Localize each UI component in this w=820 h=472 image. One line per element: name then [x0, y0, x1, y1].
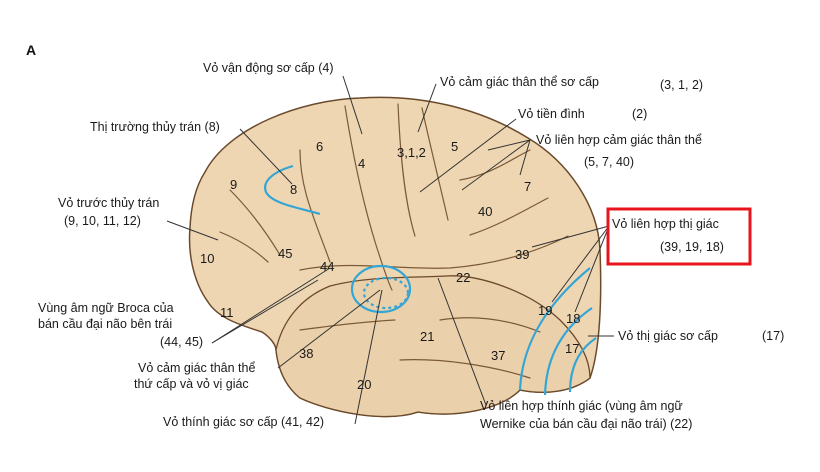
label-secondary-sensory-1: Vỏ cảm giác thân thể: [138, 361, 255, 375]
leader-lines: [166, 75, 614, 425]
area-8: 8: [290, 182, 297, 197]
label-auditory-assoc-2: Wernike của bán cầu đại não trái) (22): [480, 417, 692, 431]
area-11: 11: [220, 305, 234, 320]
label-vestibular-area: (2): [632, 107, 647, 121]
label-visual-assoc: Vỏ liên hợp thị giác: [612, 217, 719, 231]
label-vestibular: Vỏ tiền đình: [518, 107, 585, 121]
label-visual-assoc-areas: (39, 19, 18): [660, 240, 724, 254]
label-primary-visual: Vỏ thị giác sơ cấp: [618, 329, 718, 343]
label-secondary-sensory-2: thứ cấp và vỏ vị giác: [134, 377, 249, 391]
area-19: 19: [538, 303, 552, 318]
area-39: 39: [515, 247, 529, 262]
area-44: 44: [320, 259, 334, 274]
auditory-cortex-outline: [350, 264, 412, 314]
area-4: 4: [358, 156, 365, 171]
visual-area-mid: [543, 307, 593, 396]
visual-area-outer: [518, 267, 591, 391]
label-broca-2: bán cầu đại não bên trái: [38, 317, 172, 331]
area-6: 6: [316, 139, 323, 154]
area-numbers: 6 4 3,1,2 5 9 8 7 40 10 45 44 39 22 11 1…: [200, 139, 580, 392]
area-7: 7: [524, 179, 531, 194]
panel-letter: A: [26, 42, 36, 58]
area-37: 37: [491, 348, 505, 363]
area-312: 3,1,2: [397, 145, 426, 160]
label-prefrontal: Vỏ trước thủy trán: [58, 196, 159, 210]
area-10: 10: [200, 251, 214, 266]
label-somato-assoc-areas: (5, 7, 40): [584, 155, 634, 169]
area-17: 17: [565, 341, 579, 356]
area-45: 45: [278, 246, 292, 261]
label-somatosensory: Vỏ cảm giác thân thể sơ cấp: [440, 75, 599, 89]
area-5: 5: [451, 139, 458, 154]
primary-auditory-outline: [362, 276, 410, 310]
label-primary-auditory: Vỏ thính giác sơ cấp (41, 42): [163, 415, 324, 429]
label-somatosensory-areas: (3, 1, 2): [660, 78, 703, 92]
area-20: 20: [357, 377, 371, 392]
sulci: [219, 103, 569, 379]
label-primary-visual-area: (17): [762, 329, 784, 343]
temporal-lobe: [275, 275, 591, 418]
visual-area-inner: [568, 337, 597, 393]
label-broca-3: (44, 45): [160, 335, 203, 349]
area-40: 40: [478, 204, 492, 219]
label-primary-motor: Vỏ vận động sơ cấp (4): [203, 61, 334, 75]
area-9: 9: [230, 177, 237, 192]
visual-assoc-highlight-box: [606, 207, 752, 266]
label-auditory-assoc-1: Vỏ liên hợp thính giác (vùng âm ngữ: [480, 399, 683, 413]
area-38: 38: [299, 346, 313, 361]
frontal-eye-field-outline: [264, 164, 321, 216]
label-prefrontal-areas: (9, 10, 11, 12): [64, 214, 141, 228]
area-18: 18: [566, 311, 580, 326]
area-21: 21: [420, 329, 434, 344]
label-somato-assoc: Vỏ liên hợp cảm giác thân thể: [536, 133, 702, 147]
area-22: 22: [456, 270, 470, 285]
label-broca-1: Vùng âm ngữ Broca của: [38, 301, 174, 315]
label-frontal-eye-field: Thị trường thủy trán (8): [90, 120, 220, 134]
